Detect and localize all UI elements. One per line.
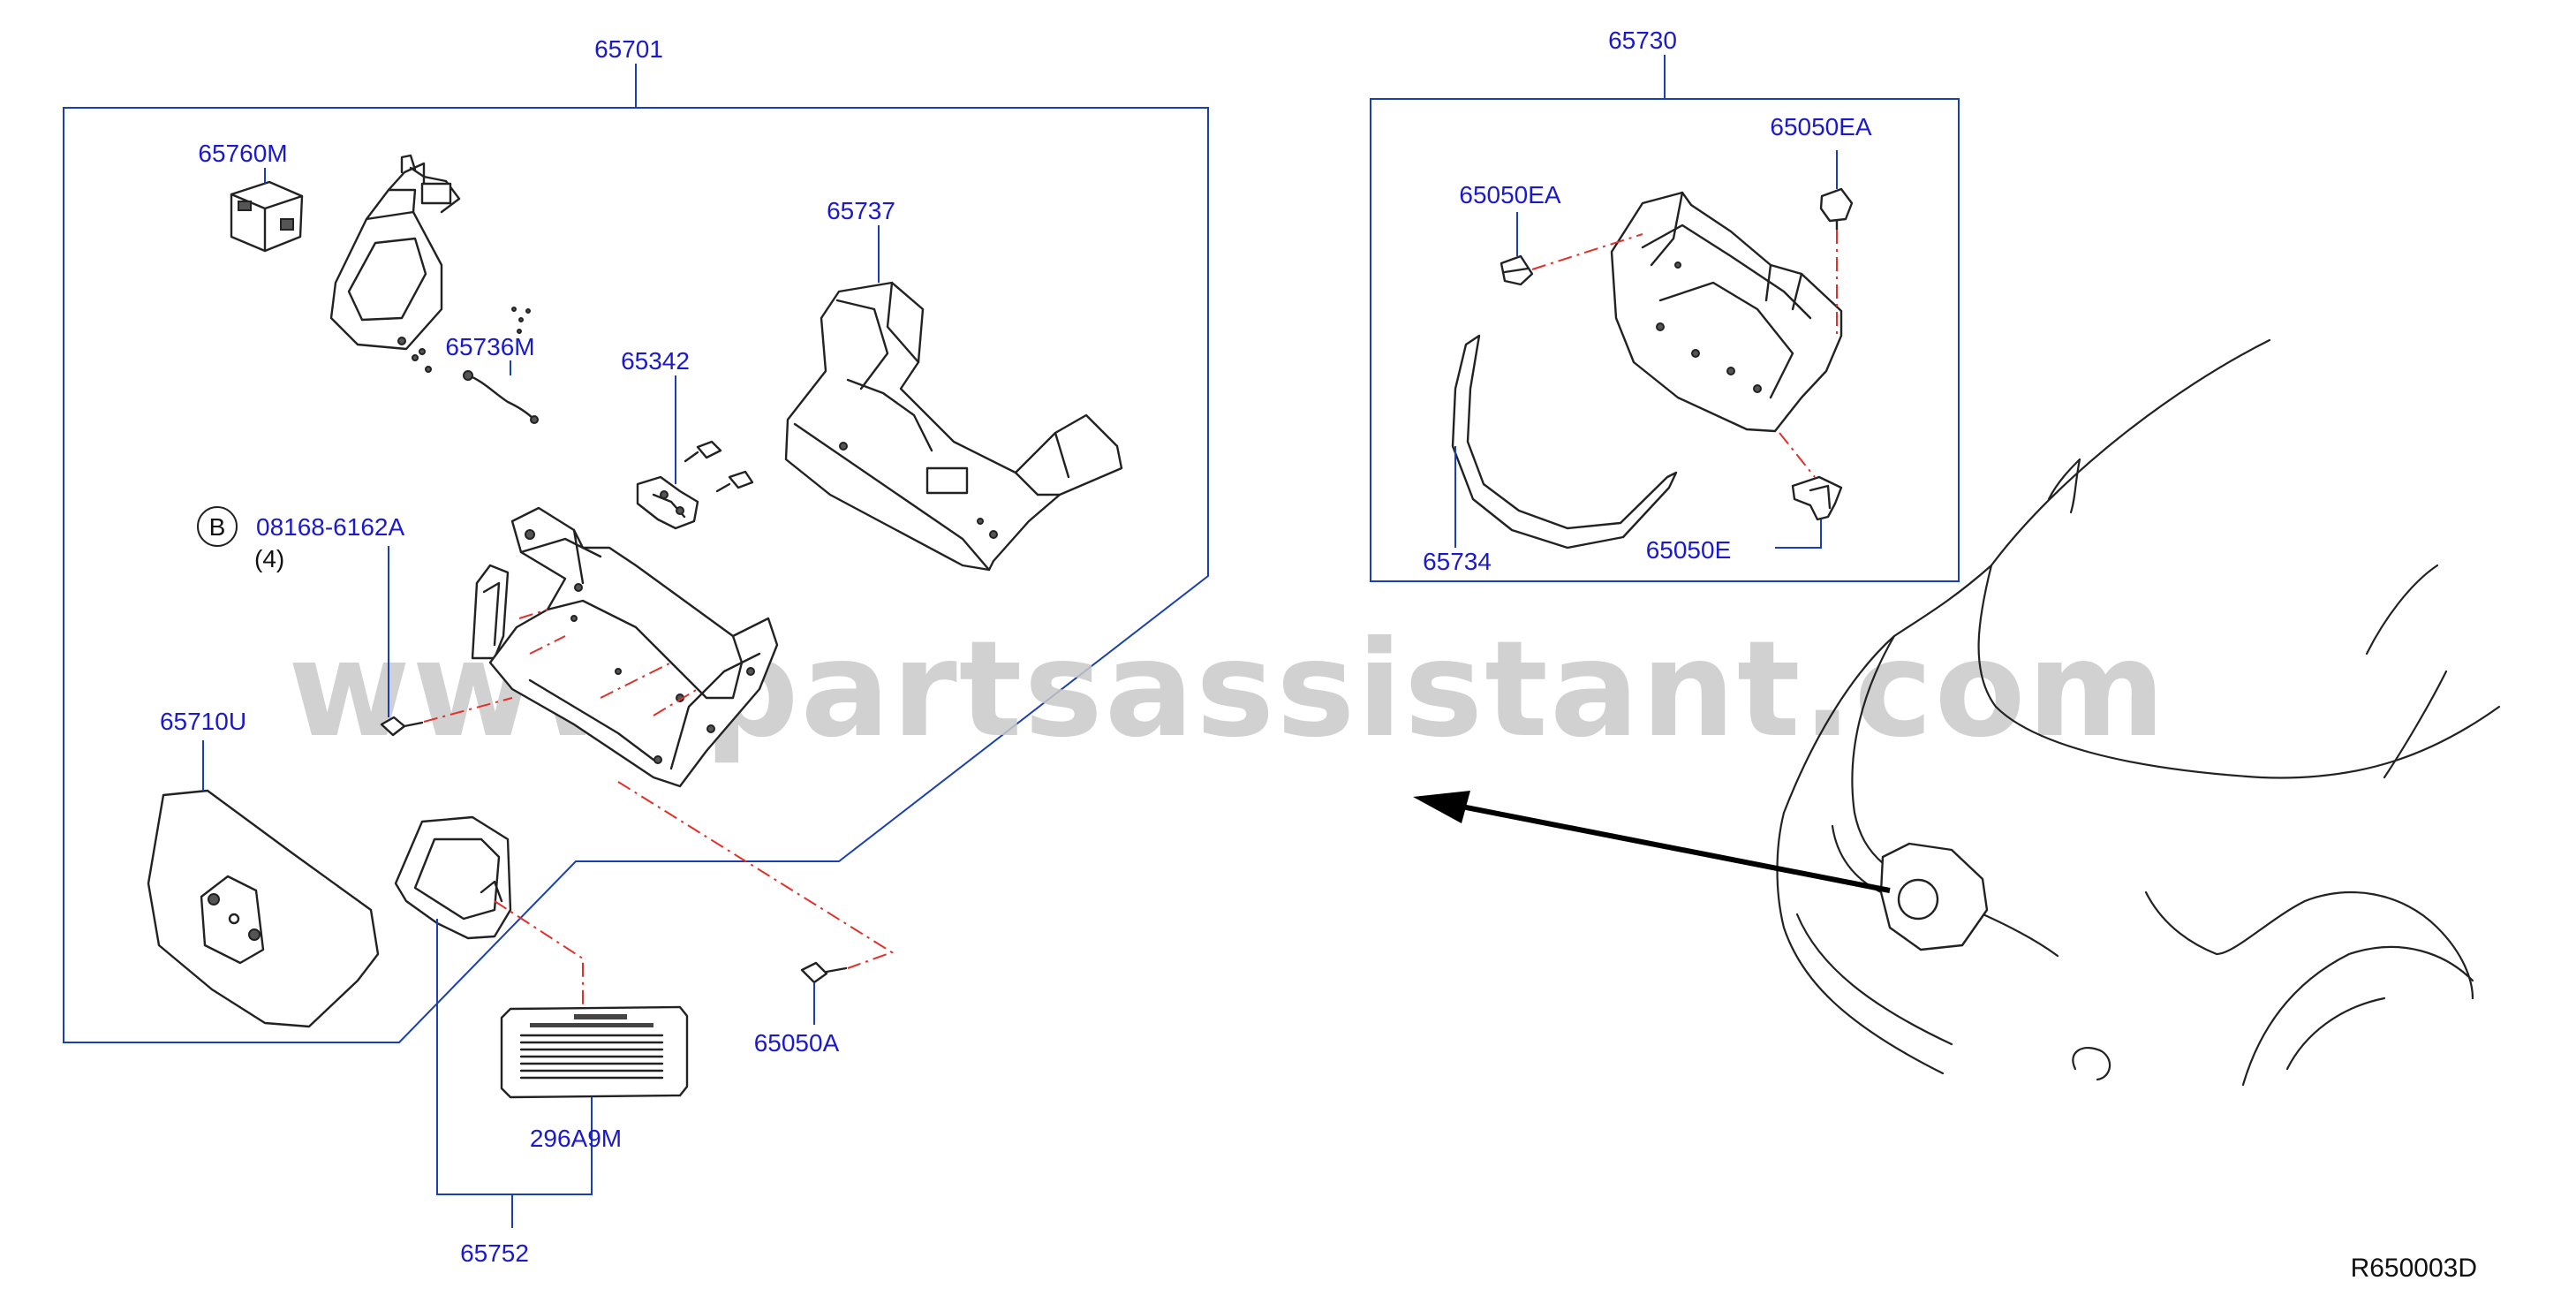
label-65760M: 65760M: [198, 140, 287, 167]
badge-b-letter: B: [209, 513, 226, 541]
bolt-65342-a: [684, 440, 722, 463]
label-65734: 65734: [1423, 548, 1492, 575]
bolt-65342-b: [715, 470, 754, 493]
part-65752-cover: [394, 815, 512, 940]
part-65050A-screw: [800, 961, 848, 1025]
detail-arrow: [1413, 791, 1891, 893]
label-65050A: 65050A: [754, 1029, 840, 1057]
label-65050E: 65050E: [1646, 536, 1732, 564]
part-65752-guide: [494, 900, 584, 1007]
part-65760M-sensor: [230, 168, 304, 253]
clip-left-guide: [1531, 233, 1643, 270]
group-65701-outline: [63, 107, 1209, 1043]
frame-guide-dashes: [518, 609, 699, 716]
bolt-08168-guide: [423, 697, 513, 723]
part-65050EA-clip-right: [1819, 150, 1854, 231]
car-outline: [1776, 338, 2501, 1087]
label-65342: 65342: [621, 347, 690, 375]
part-65730-bracket: [1610, 191, 1843, 433]
label-65050EA-right: 65050EA: [1770, 113, 1872, 140]
bolt-08168-6162A: [380, 546, 424, 737]
part-main-frame: [471, 506, 779, 788]
label-65736M: 65736M: [445, 333, 534, 360]
label-65701: 65701: [594, 35, 663, 63]
label-65710U: 65710U: [160, 708, 246, 735]
drawing-id: R650003D: [2351, 1254, 2477, 1283]
clip-65050E-guide: [1779, 432, 1816, 478]
label-65737: 65737: [827, 197, 895, 224]
label-65752: 65752: [460, 1239, 529, 1267]
label-65730: 65730: [1608, 27, 1677, 54]
label-08168-6162A: 08168-6162A: [256, 513, 404, 541]
label-08168-qty: (4): [254, 545, 284, 572]
part-65710U-cover: [147, 740, 380, 1028]
part-65050EA-clip-left: [1500, 212, 1534, 286]
badge-b-circle: [197, 506, 238, 547]
car-sensor-housing: [1879, 842, 1989, 951]
part-65050E-clip: [1775, 475, 1843, 549]
part-65734-trim: [1451, 334, 1678, 549]
label-65050EA-left: 65050EA: [1459, 181, 1561, 208]
part-65736M-clip: [463, 307, 539, 424]
label-296A9M: 296A9M: [530, 1125, 622, 1152]
part-296A9M-label: [500, 1005, 689, 1115]
part-65737-bracket: [784, 225, 1123, 572]
part-65050A-guide: [617, 781, 895, 969]
part-65342-bracket: [636, 375, 699, 530]
part-radar-bracket: [329, 154, 461, 373]
